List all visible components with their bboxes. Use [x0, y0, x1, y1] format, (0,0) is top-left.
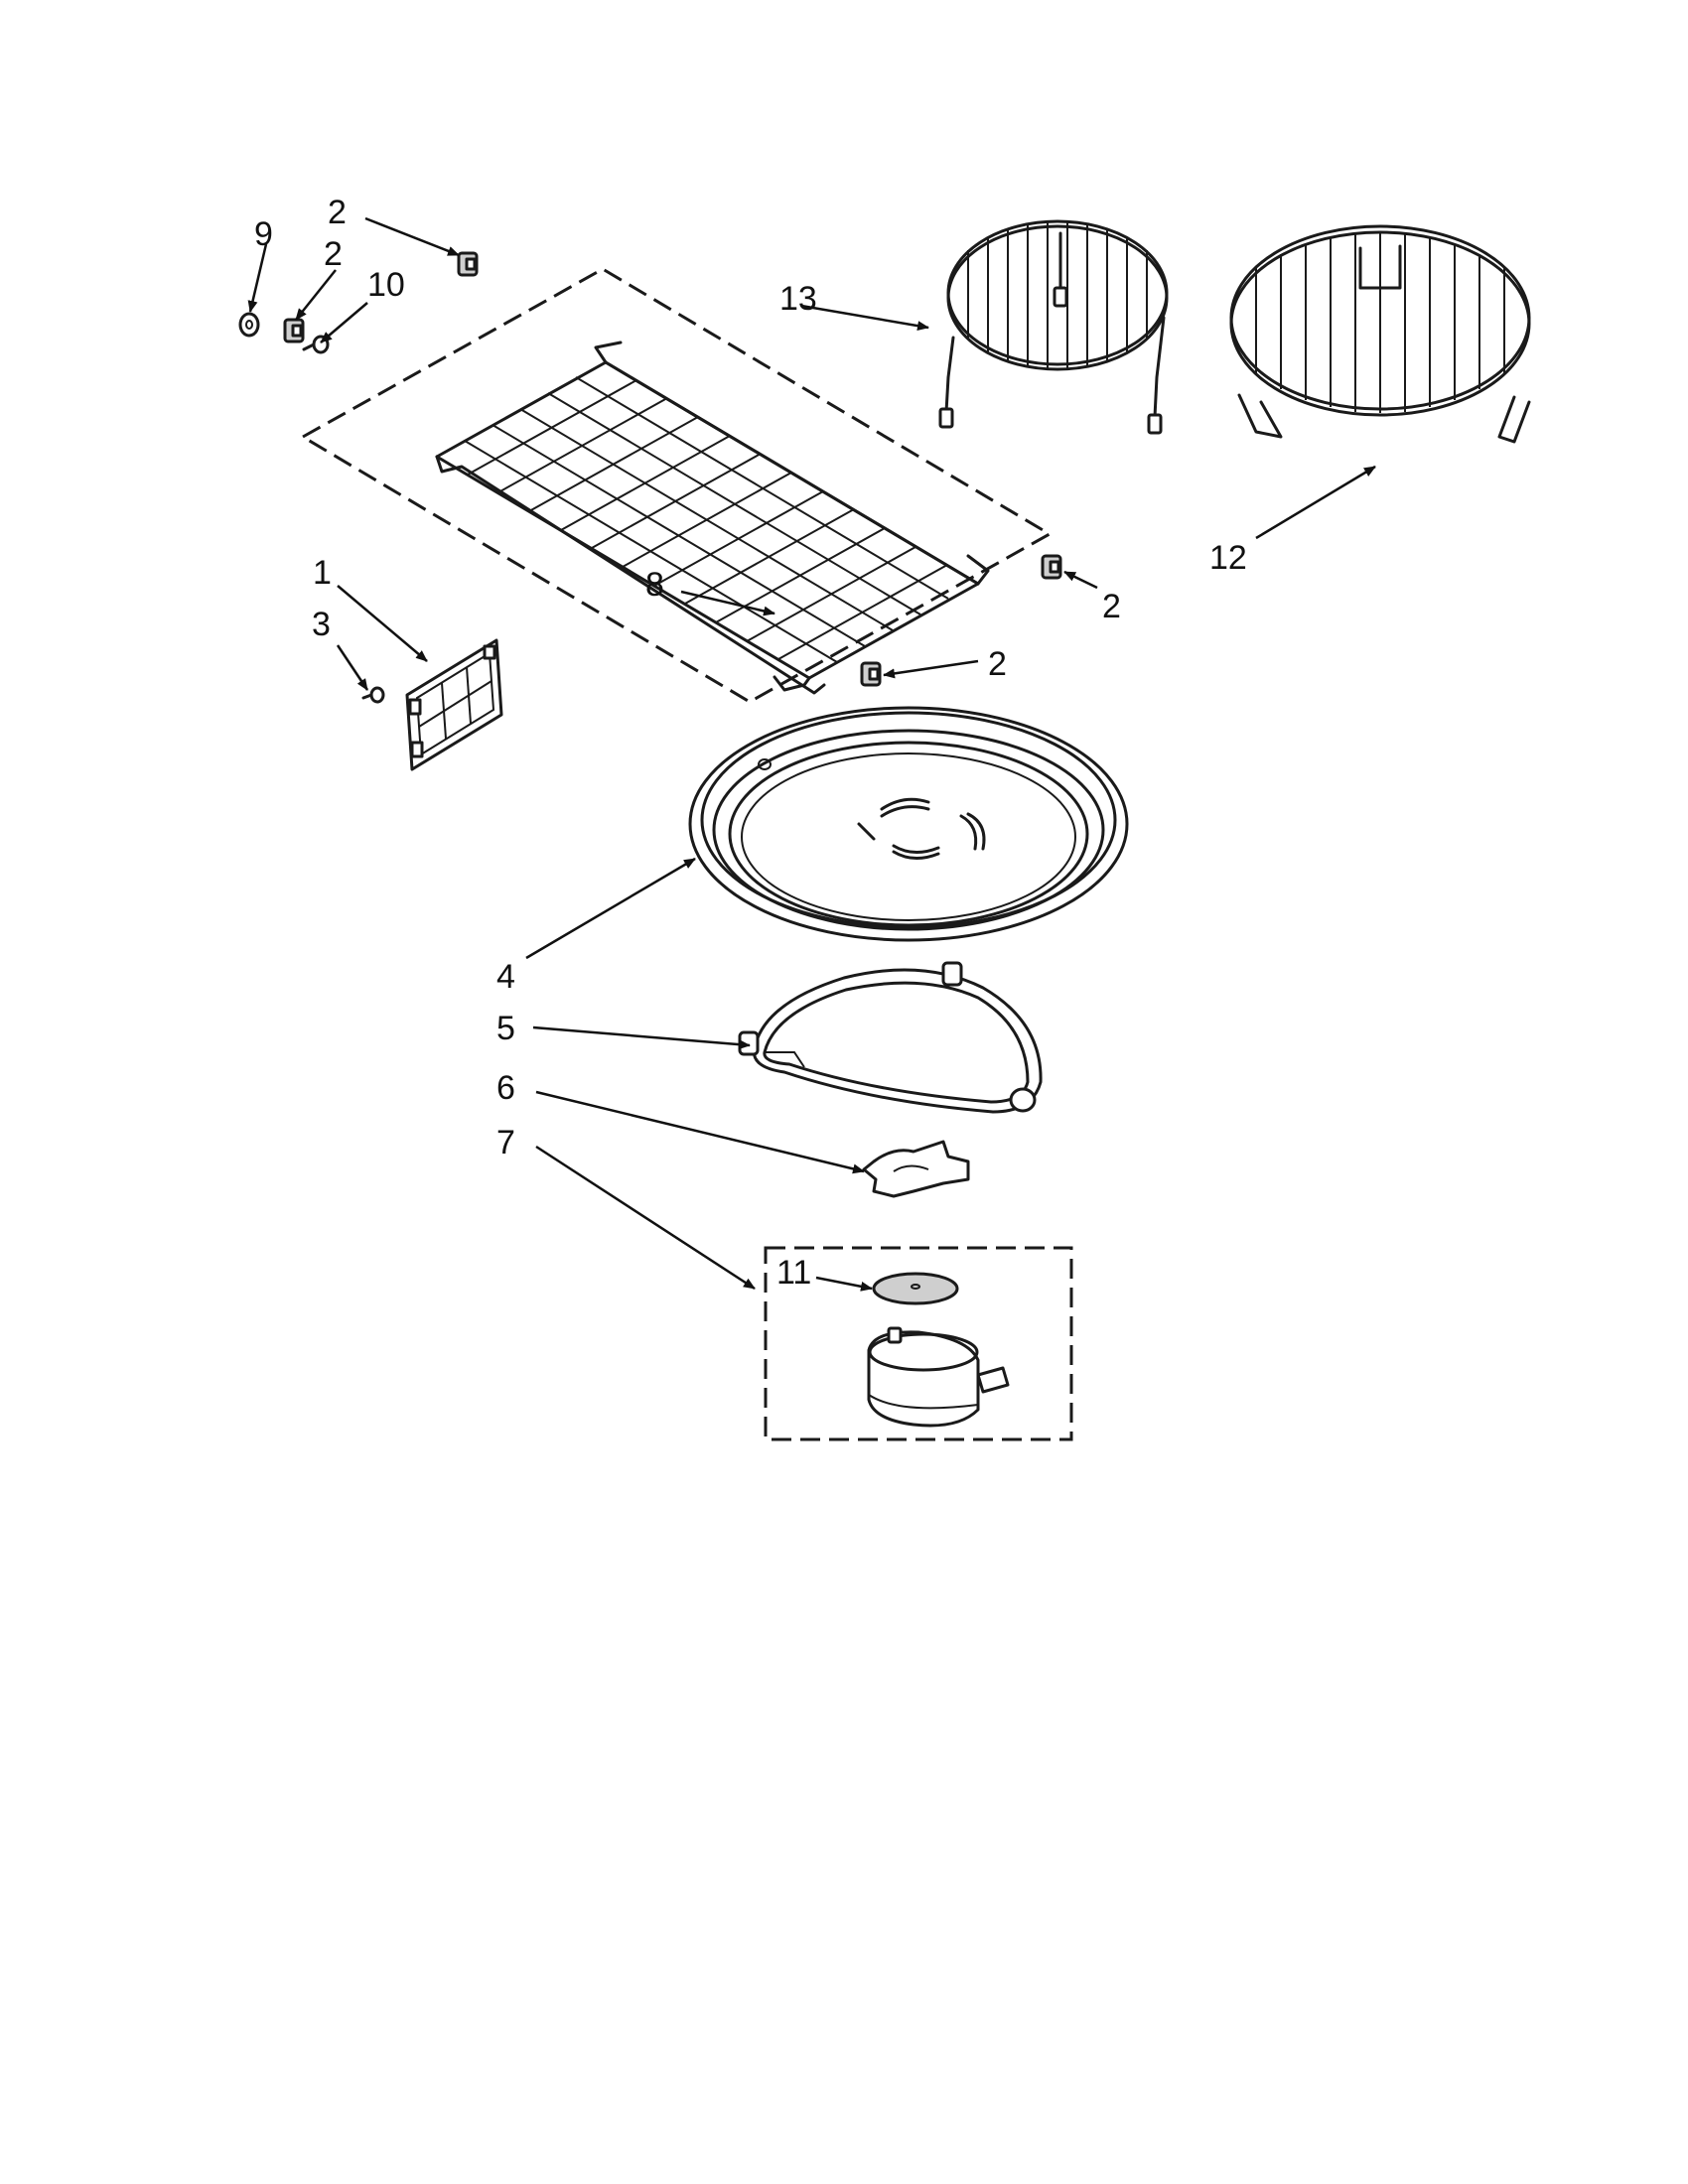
callout-2-right: 2 [1102, 588, 1121, 625]
callout-13: 13 [779, 280, 817, 318]
callout-5: 5 [496, 1010, 515, 1047]
grille-part [405, 638, 503, 771]
callout-2-left: 2 [324, 235, 343, 273]
small-round-rack-part [938, 219, 1169, 435]
callout-2-top: 2 [328, 194, 347, 231]
turntable-motor-part [867, 1326, 1010, 1428]
callout-6: 6 [496, 1069, 515, 1107]
callout-4: 4 [496, 958, 515, 996]
clip-part-2-left [283, 318, 305, 343]
wire-rack-part [435, 341, 990, 695]
motor-cover-disk-part [872, 1272, 959, 1305]
callout-10: 10 [367, 266, 405, 304]
callout-9: 9 [254, 215, 273, 253]
clip-part-2-lower [860, 661, 882, 687]
callout-8: 8 [645, 566, 664, 604]
callout-11: 11 [776, 1254, 811, 1292]
callout-3: 3 [312, 606, 331, 643]
roller-ring-part [738, 961, 1043, 1114]
clip-part-2-top [457, 251, 479, 277]
callout-2-lower: 2 [988, 645, 1007, 683]
large-round-rack-part [1229, 224, 1531, 444]
rack-group-outline [299, 267, 1054, 704]
callout-1: 1 [313, 554, 332, 592]
callout-7: 7 [496, 1124, 515, 1161]
motor-group-outline [764, 1246, 1073, 1441]
coupler-part [862, 1140, 970, 1198]
clip-part-2-right [1041, 554, 1062, 580]
washer-part [238, 312, 260, 338]
turntable-tray-part [688, 706, 1129, 942]
callout-12: 12 [1209, 539, 1247, 577]
screw-part-3 [361, 686, 385, 704]
